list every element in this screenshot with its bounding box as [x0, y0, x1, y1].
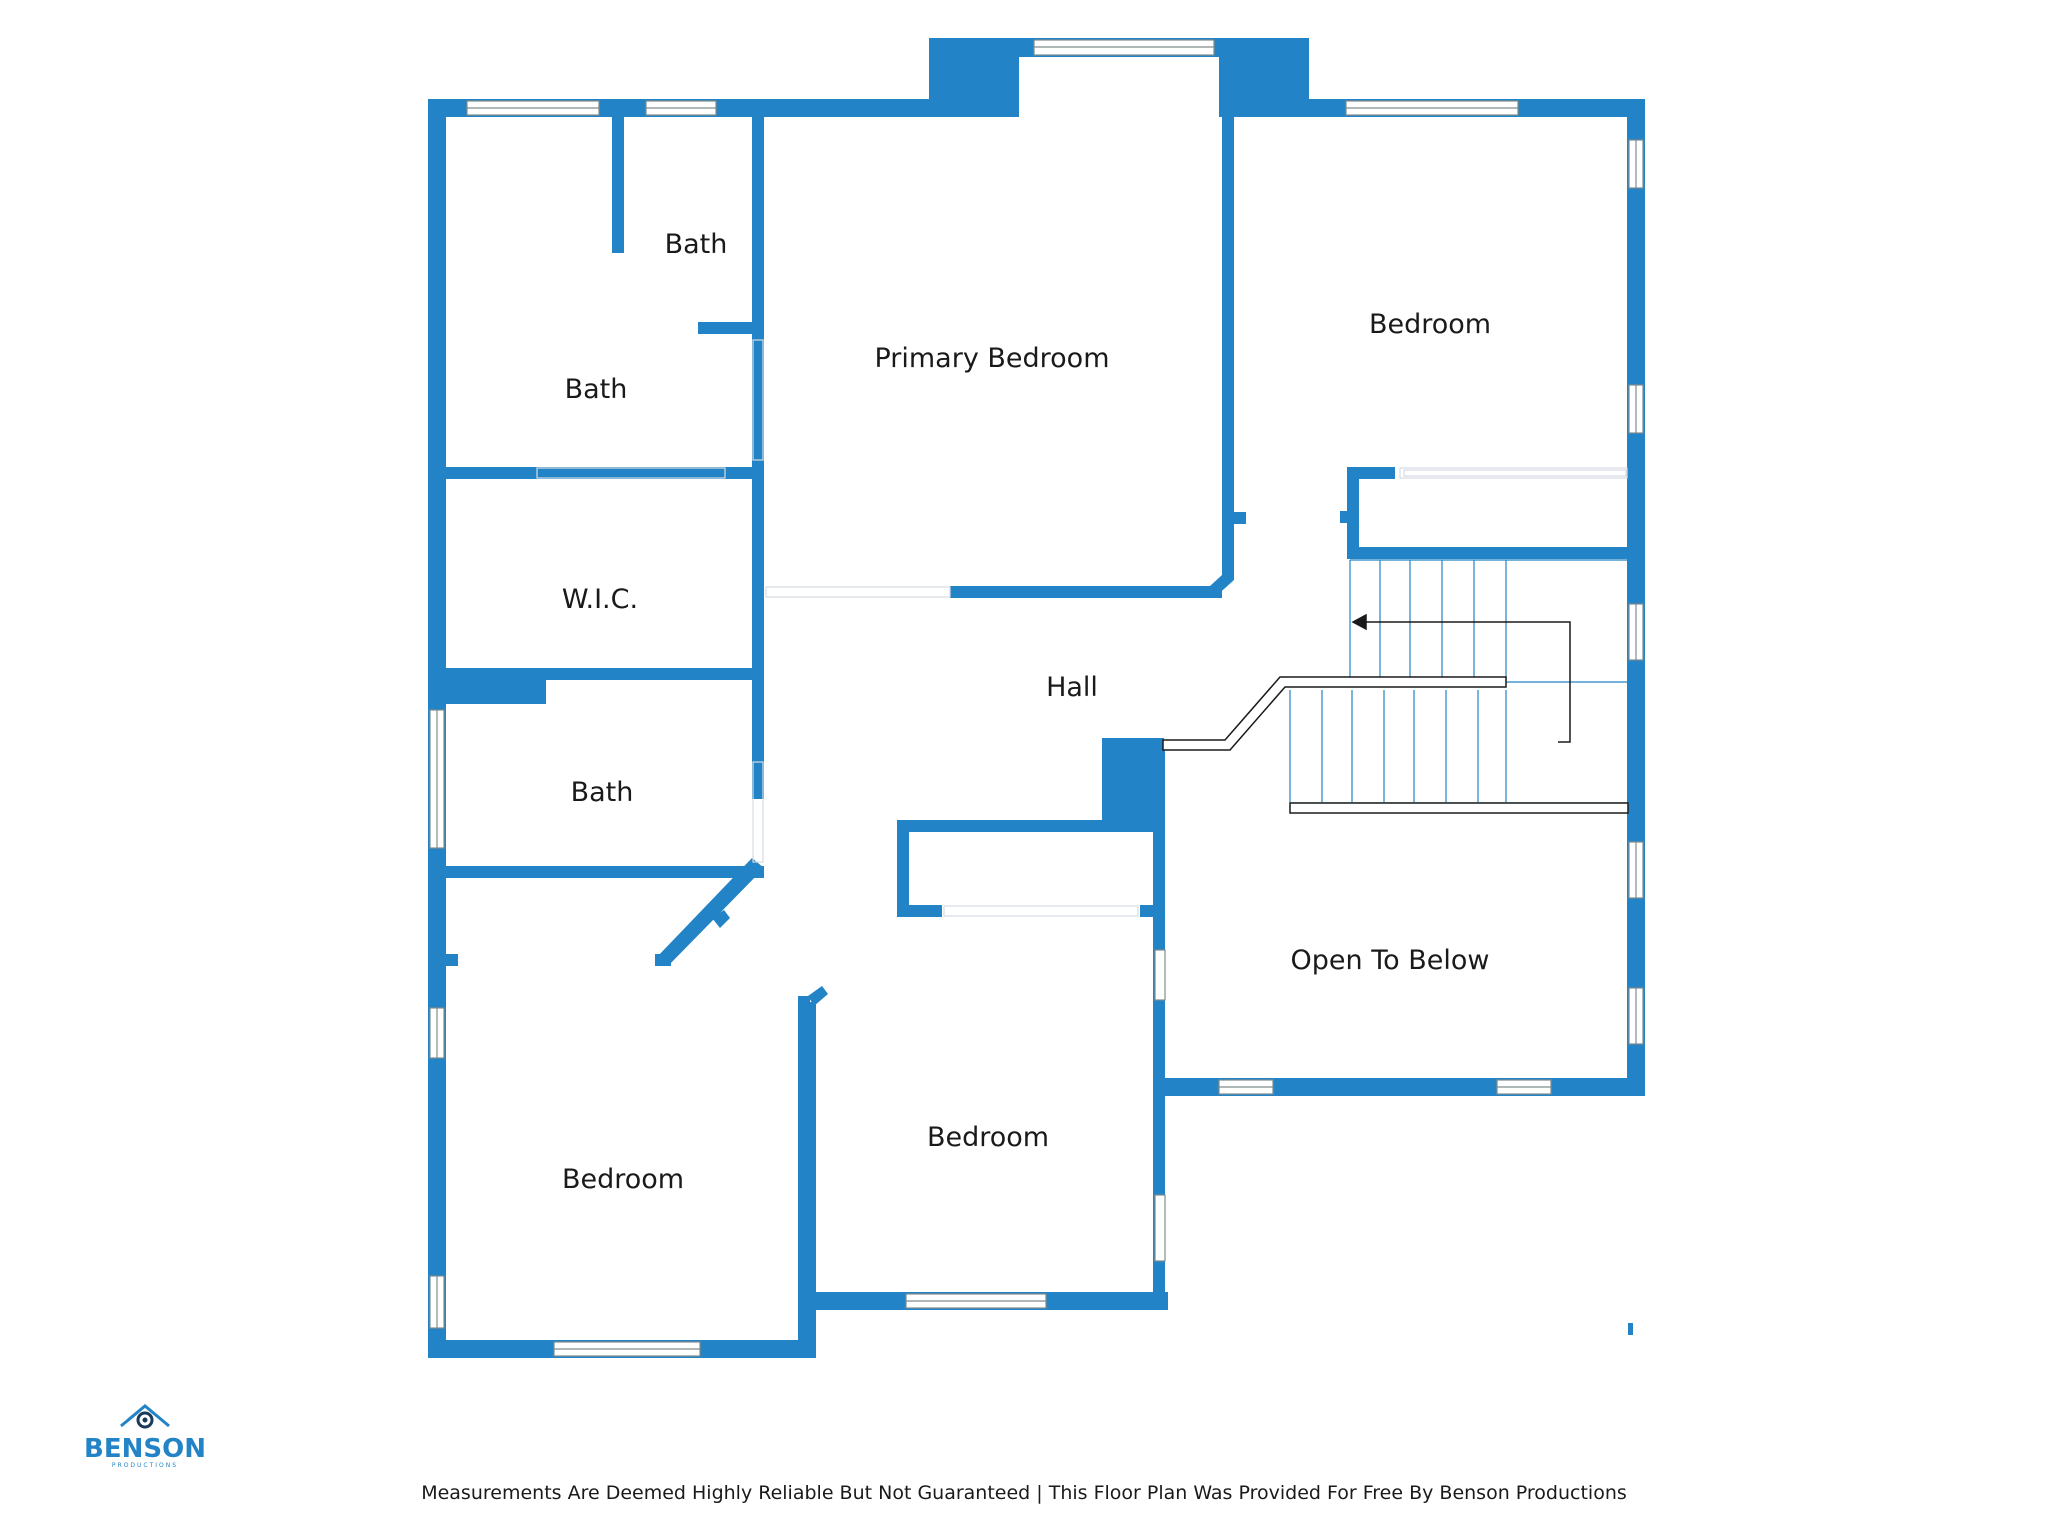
room-label-bath-main: Bath [565, 374, 628, 405]
room-label-bath-lower: Bath [571, 777, 634, 808]
logo-wordmark: BENSON [84, 1434, 206, 1464]
room-label-open-to-below: Open To Below [1291, 945, 1490, 976]
room-label-wic: W.I.C. [562, 584, 638, 615]
room-label-bedroom-ne: Bedroom [1369, 309, 1491, 340]
windows [429, 39, 1644, 1357]
logo-subtitle: PRODUCTIONS [111, 1462, 179, 1469]
room-label-hall: Hall [1046, 672, 1098, 703]
doorways [536, 339, 1628, 917]
house-camera-icon [120, 1404, 170, 1429]
walls [428, 38, 1645, 1358]
stair-direction-arrow [1351, 613, 1571, 743]
room-labels: Bath Bath Primary Bedroom Bedroom W.I.C.… [562, 229, 1491, 1195]
room-label-primary-bedroom: Primary Bedroom [874, 343, 1109, 374]
stair-railing [1162, 676, 1629, 814]
room-label-bedroom-sw: Bedroom [562, 1164, 684, 1195]
room-label-bath-upper: Bath [665, 229, 728, 260]
company-logo: BENSON PRODUCTIONS [80, 1398, 210, 1469]
room-label-bedroom-s: Bedroom [927, 1122, 1049, 1153]
disclaimer-text: Measurements Are Deemed Highly Reliable … [421, 1482, 1627, 1504]
